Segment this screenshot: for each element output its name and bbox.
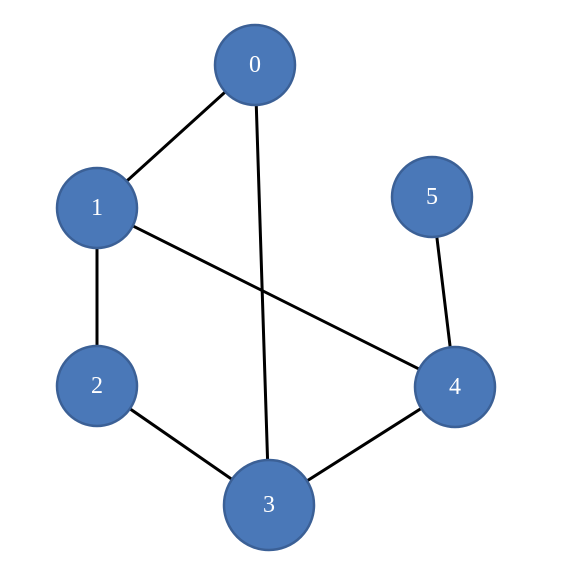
node-label-1: 1 bbox=[91, 195, 103, 221]
node-2: 2 bbox=[55, 344, 139, 428]
node-5: 5 bbox=[390, 155, 474, 239]
edge-1-4 bbox=[95, 206, 457, 389]
node-label-5: 5 bbox=[426, 184, 438, 210]
node-label-4: 4 bbox=[449, 374, 461, 400]
node-label-0: 0 bbox=[249, 52, 261, 78]
node-circle-0 bbox=[213, 23, 297, 107]
node-0: 0 bbox=[213, 23, 297, 107]
edge-0-3 bbox=[253, 63, 271, 507]
node-circle-3 bbox=[222, 458, 316, 552]
node-4: 4 bbox=[413, 345, 497, 429]
node-3: 3 bbox=[222, 458, 316, 552]
node-1: 1 bbox=[55, 166, 139, 250]
node-label-3: 3 bbox=[263, 492, 275, 518]
nodes-layer: 0 1 2 3 4 5 bbox=[55, 23, 497, 552]
node-circle-2 bbox=[55, 344, 139, 428]
node-circle-4 bbox=[413, 345, 497, 429]
node-circle-5 bbox=[390, 155, 474, 239]
edges-layer bbox=[95, 63, 457, 507]
node-label-2: 2 bbox=[91, 373, 103, 399]
node-circle-1 bbox=[55, 166, 139, 250]
